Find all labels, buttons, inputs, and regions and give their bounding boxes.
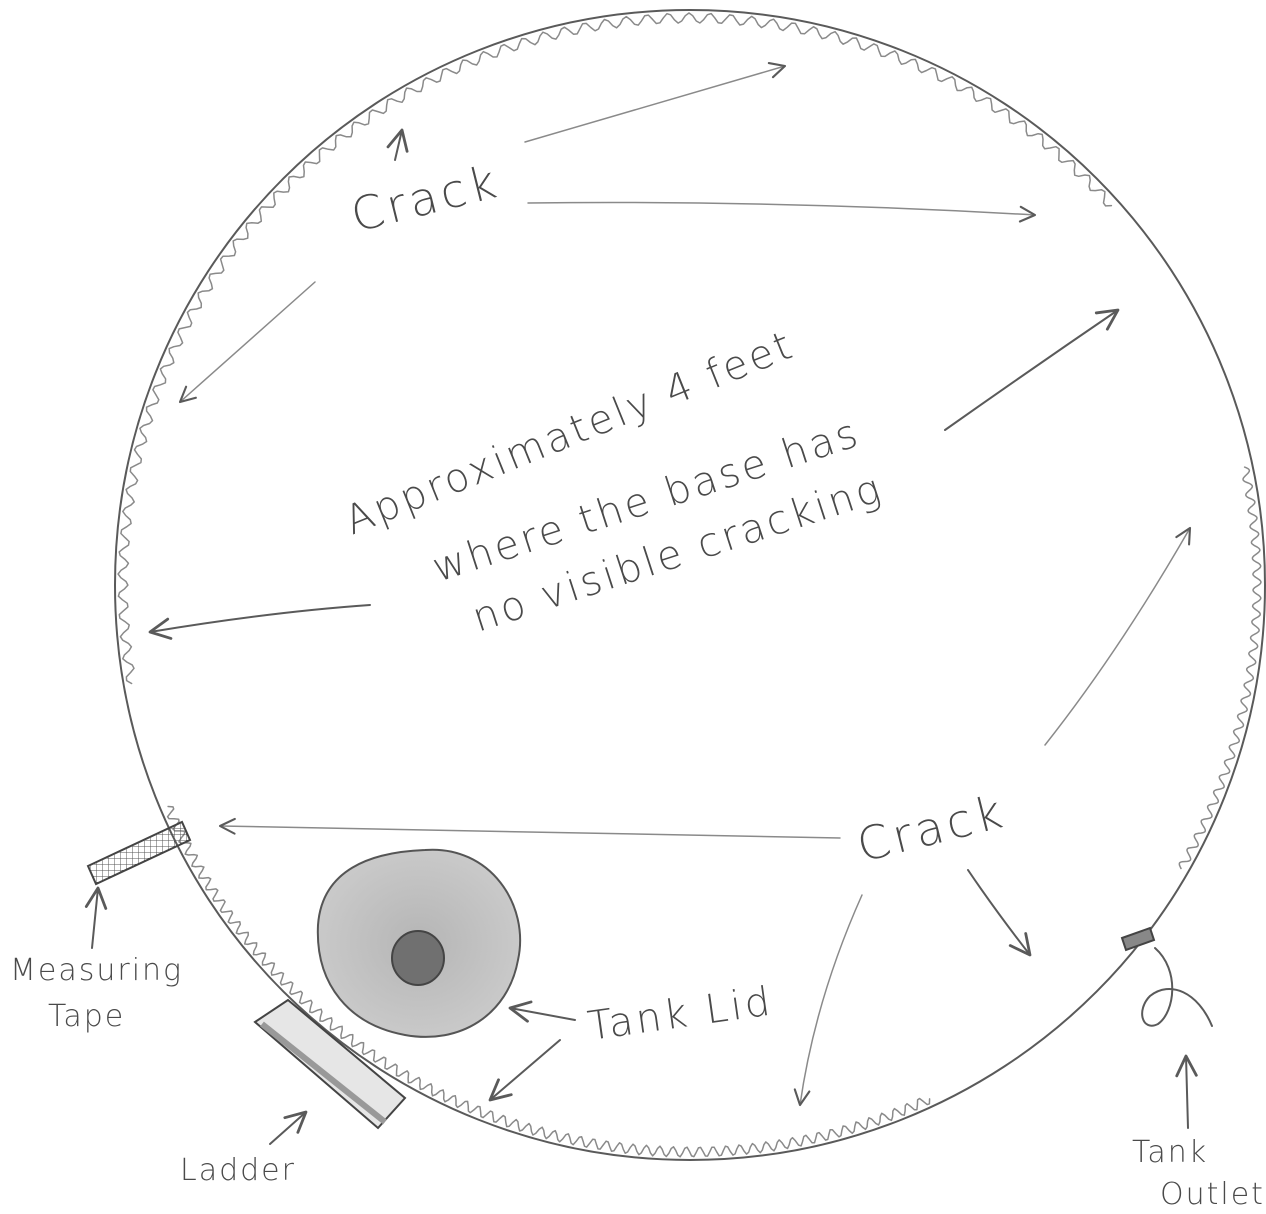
tank-outlet	[1122, 928, 1212, 1128]
tank-lid-arrows	[490, 1008, 575, 1100]
measuring-tape-label-2: Tape	[48, 999, 125, 1034]
measuring-tape	[88, 822, 190, 948]
tank-outlet-label-1: Tank	[1132, 1135, 1208, 1170]
measuring-tape-label-1: Measuring	[10, 953, 183, 988]
ladder-label: Ladder	[180, 1153, 296, 1188]
crack-bottom-line	[168, 807, 930, 1157]
tank-lid	[318, 850, 520, 1037]
crack-label-top: Crack	[346, 154, 506, 243]
tank-outlet-label-2: Outlet	[1160, 1177, 1265, 1212]
tank-base-outline	[115, 10, 1265, 1160]
crack-top-arrows	[180, 66, 1035, 402]
tank-lid-center	[392, 931, 444, 985]
crack-label-bottom: Crack	[852, 784, 1012, 873]
tank-lid-label: Tank Lid	[585, 978, 776, 1049]
